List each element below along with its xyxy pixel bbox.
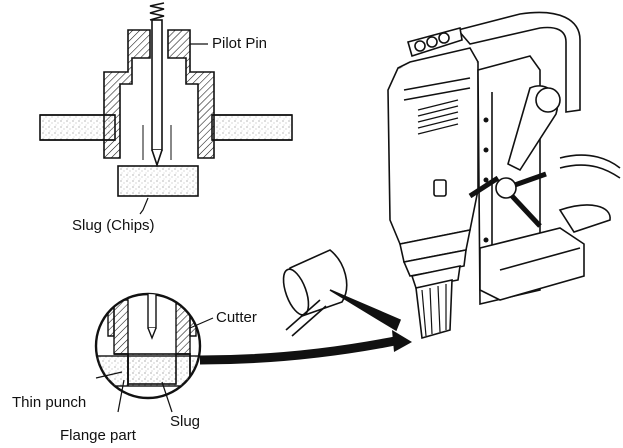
hammer-illustration: [282, 249, 402, 337]
pilot-pin: [151, 19, 163, 151]
label-flange-part: Flange part: [60, 427, 136, 444]
label-slug: Slug: [170, 413, 201, 430]
slug-chips: [117, 165, 199, 197]
cutter-cross-section: [39, 2, 293, 215]
label-pilot-pin: Pilot Pin: [212, 35, 268, 52]
spring: [149, 2, 165, 21]
workpiece-right: [211, 114, 293, 141]
pointer-arrow: [199, 335, 401, 365]
label-thin-punch: Thin punch: [12, 394, 87, 411]
label-cutter: Cutter: [216, 309, 257, 326]
detail-magnifier: [94, 292, 214, 413]
arrow-head: [392, 330, 412, 352]
magnetic-drill-illustration: [387, 11, 621, 340]
label-slug-chips: Slug (Chips): [72, 217, 155, 234]
